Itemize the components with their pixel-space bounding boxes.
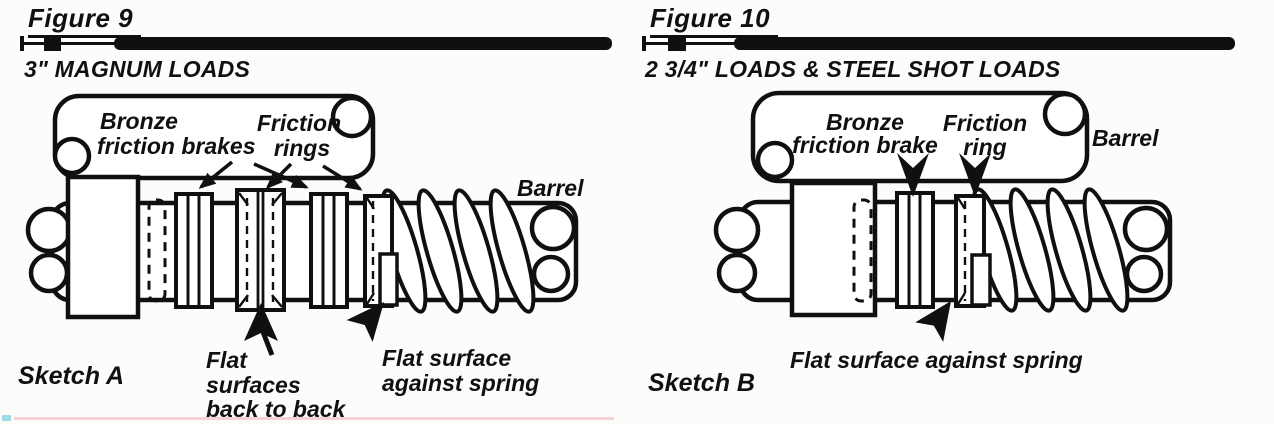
figure9-diagram: Bronze friction brakes Friction rings xyxy=(18,93,584,422)
bronze-friction-brake-label: Bronze xyxy=(826,109,904,135)
figure9-subtitle: 3" MAGNUM LOADS xyxy=(24,56,251,82)
flat-surfaces-label: back to back xyxy=(206,396,347,422)
pointer-arrow-up-icon xyxy=(244,303,278,341)
barrel-cylinder xyxy=(52,93,376,181)
tube-end-curl xyxy=(1122,205,1170,253)
figure9-title: Figure 9 xyxy=(28,3,142,38)
rule-bar xyxy=(734,37,1235,50)
barrel-end-curl xyxy=(755,140,795,180)
friction-rings-label: Friction xyxy=(257,110,341,136)
pointer-arrow-upleft-icon xyxy=(346,302,384,343)
spring-coil xyxy=(416,188,464,314)
friction-ring-front xyxy=(954,194,992,308)
rule-square-marker xyxy=(44,36,61,51)
flat-surface-tab xyxy=(378,252,399,307)
rule-bar xyxy=(114,37,612,50)
flat-surfaces-label: Flat xyxy=(206,347,248,373)
bronze-friction-brake-label: friction brake xyxy=(792,132,938,158)
flat-surface-spring-label: Flat surface xyxy=(382,345,511,371)
barrel-ring-block xyxy=(65,174,141,320)
sketch-b-label: Sketch B xyxy=(648,369,755,397)
bronze-friction-brake-ring-2 xyxy=(309,192,349,309)
arrow-to-brake-1 xyxy=(198,160,234,189)
barrel-label: Barrel xyxy=(1092,125,1159,151)
bronze-friction-brake-ring-1 xyxy=(174,192,214,309)
figure10-rule xyxy=(642,36,1236,52)
friction-rings-label: rings xyxy=(274,135,330,161)
figure10-diagram: Bronze friction brake Friction ring Barr… xyxy=(648,90,1173,397)
bronze-friction-brakes-label: Bronze xyxy=(100,108,178,134)
tube-end-curl xyxy=(716,252,758,294)
rule-line xyxy=(644,42,740,45)
figure10-title: Figure 10 xyxy=(650,3,779,38)
barrel-end-curl xyxy=(1042,91,1088,137)
barrel-end-curl xyxy=(52,136,92,176)
arrow-to-front-ring xyxy=(322,164,363,191)
bronze-friction-brake-ring xyxy=(895,191,935,309)
flat-surfaces-label: surfaces xyxy=(206,372,301,398)
spring-coil xyxy=(452,188,500,314)
tube-end-curl xyxy=(713,206,761,254)
barrel-cylinder xyxy=(750,90,1090,184)
sketch-a-label: Sketch A xyxy=(18,362,124,390)
friction-ring-label: ring xyxy=(963,134,1006,160)
bronze-friction-brakes-label: friction brakes xyxy=(97,133,256,159)
flat-surface-spring-label: Flat surface against spring xyxy=(790,347,1083,373)
figure10-subtitle: 2 3/4" LOADS & STEEL SHOT LOADS xyxy=(645,56,1061,82)
tube-end-curl xyxy=(529,204,577,252)
tube-end-curl xyxy=(25,206,73,254)
callout-arrows xyxy=(198,160,363,191)
barrel-end-curl xyxy=(330,95,374,139)
pointer-arrow-down-icon xyxy=(959,153,991,197)
flat-surface-tab xyxy=(970,253,992,307)
spring-coil xyxy=(1008,187,1056,313)
barrel-ring-block xyxy=(789,180,878,318)
tube-end-curl xyxy=(1124,254,1164,294)
spring-coil xyxy=(488,188,536,314)
arrow-to-ring-pair xyxy=(265,162,293,190)
barrel-label: Barrel xyxy=(517,175,584,201)
friction-ring-front xyxy=(363,194,399,308)
pointer-arrow-down-icon xyxy=(897,153,929,197)
pointer-arrow-tail xyxy=(260,331,275,356)
figure9-rule xyxy=(20,36,612,52)
flat-surface-spring-label: against spring xyxy=(382,370,539,396)
tube-end-curl xyxy=(531,254,571,294)
spring-coil xyxy=(1082,187,1130,313)
pointer-arrow-upright-icon xyxy=(915,301,951,342)
hidden-ring-dashed xyxy=(147,198,167,303)
tube-end-curl xyxy=(28,252,70,294)
rule-square-marker xyxy=(668,36,686,51)
friction-ring-label: Friction xyxy=(943,110,1027,136)
rule-line xyxy=(22,42,118,45)
spring-coil xyxy=(1045,187,1093,313)
hidden-ring-dashed xyxy=(852,198,873,303)
friction-ring-pair xyxy=(235,188,286,312)
